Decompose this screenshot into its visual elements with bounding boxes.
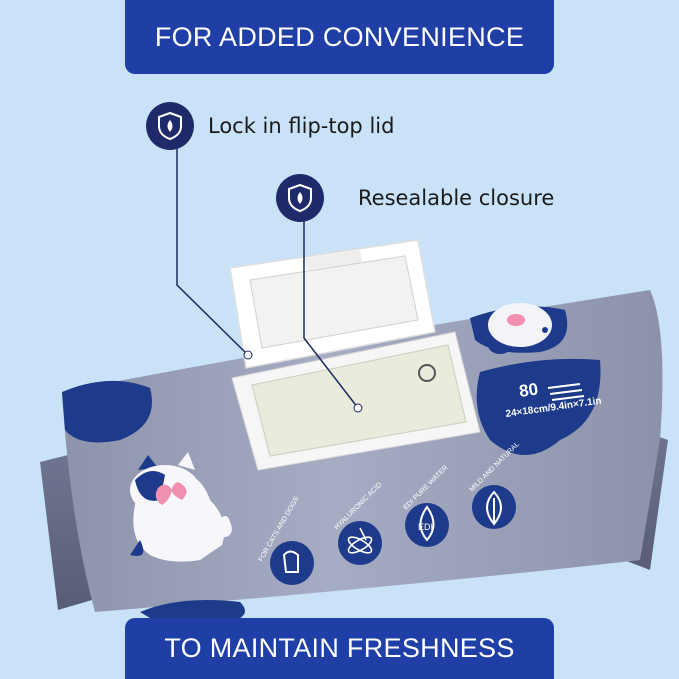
molecule-icon — [347, 527, 373, 554]
cat-illustration — [130, 452, 232, 562]
edi-icon-text: EDI — [418, 522, 433, 532]
package-spot — [476, 358, 601, 455]
count-badge — [547, 383, 585, 401]
cat-face-icon — [488, 303, 552, 347]
callout-line-lid — [176, 148, 249, 356]
header-banner: FOR ADDED CONVENIENCE — [125, 0, 554, 74]
callout-label: Resealable closure — [358, 186, 555, 210]
package-left-flap — [40, 455, 92, 610]
footer-title: TO MAINTAIN FRESHNESS — [164, 633, 515, 663]
package-spot — [140, 599, 245, 618]
edi-icon — [419, 505, 435, 542]
callout-line-closure — [303, 220, 359, 409]
flip-top-lid — [229, 239, 481, 471]
callout-lock-lid: Lock in flip-top lid — [146, 102, 394, 150]
header-title: FOR ADDED CONVENIENCE — [154, 21, 525, 52]
callout-label: Lock in flip-top lid — [208, 114, 395, 138]
package-count: 80 — [518, 380, 539, 401]
leaf-icon — [486, 490, 502, 526]
footer-banner: TO MAINTAIN FRESHNESS — [125, 618, 554, 679]
feature-icons — [270, 485, 516, 585]
shield-drop-icon — [146, 102, 194, 150]
pet-icon — [282, 550, 299, 573]
shield-drop-icon — [276, 174, 324, 222]
callout-resealable: Resealable closure — [276, 174, 554, 222]
package-spot — [62, 380, 152, 443]
